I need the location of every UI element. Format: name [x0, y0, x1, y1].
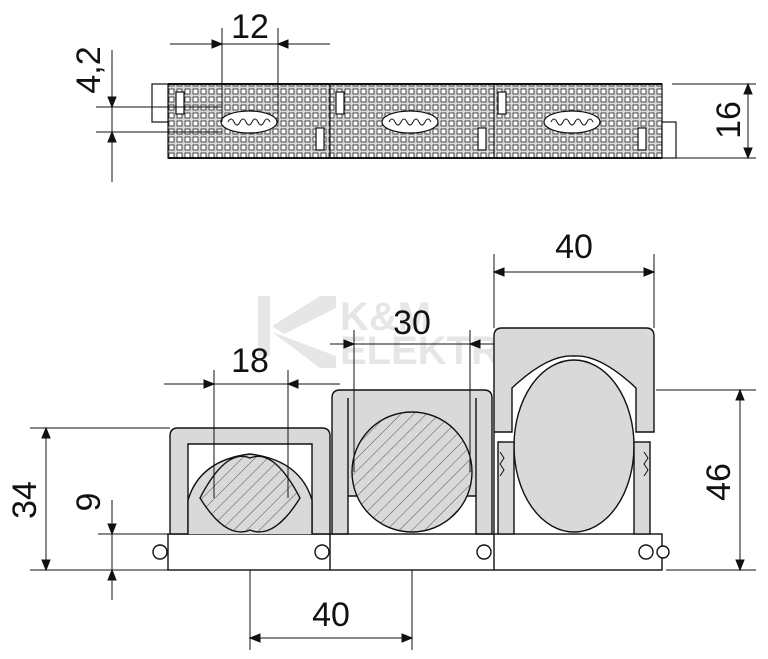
front-view-dimensions — [30, 254, 756, 650]
clamp-medium — [331, 389, 493, 535]
top-view-dimensions — [96, 28, 756, 182]
top-view — [151, 83, 677, 159]
cable-30 — [351, 411, 473, 533]
dim-9-label: 9 — [70, 493, 108, 512]
dim-18-label: 18 — [231, 342, 269, 380]
dim-16-label: 16 — [710, 101, 748, 139]
cable-18 — [199, 455, 301, 533]
watermark-logo-icon — [258, 296, 336, 368]
base-strip — [167, 533, 663, 571]
dim-30-label: 30 — [393, 304, 431, 342]
dim-12-label: 12 — [231, 8, 269, 46]
watermark-line1: K&M — [340, 295, 431, 339]
dim-4-2-label: 4,2 — [70, 46, 108, 93]
dim-40-bottom-label: 40 — [312, 596, 350, 634]
left-tab — [151, 83, 169, 123]
mounting-holes — [220, 110, 601, 134]
dim-46-label: 46 — [700, 463, 738, 501]
clamp-small — [169, 427, 331, 535]
dim-34-label: 34 — [6, 481, 44, 519]
dim-40-top-label: 40 — [555, 228, 593, 266]
right-tab — [661, 121, 677, 159]
clamp-large — [493, 327, 655, 535]
front-view — [152, 327, 670, 571]
